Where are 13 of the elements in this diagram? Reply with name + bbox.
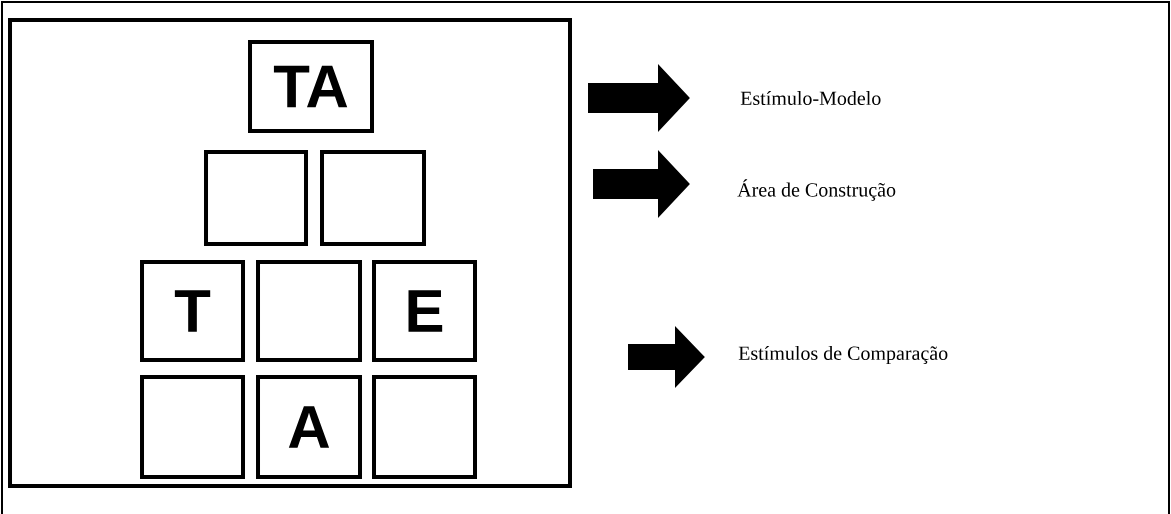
letter-tile: A <box>256 375 362 479</box>
empty-tile <box>372 375 477 479</box>
empty-tile <box>320 150 426 246</box>
letter-tile: TA <box>248 40 374 133</box>
empty-tile <box>140 375 245 479</box>
label-text: Estímulo-Modelo <box>740 90 881 106</box>
letter-tile: E <box>372 260 477 362</box>
letter-tile: T <box>140 260 245 362</box>
panel-frame <box>8 18 572 488</box>
empty-tile <box>256 260 362 362</box>
empty-tile <box>204 150 308 246</box>
label-text: Área de Construção <box>737 179 896 201</box>
label-text: Estímulos de Comparação <box>738 345 948 365</box>
